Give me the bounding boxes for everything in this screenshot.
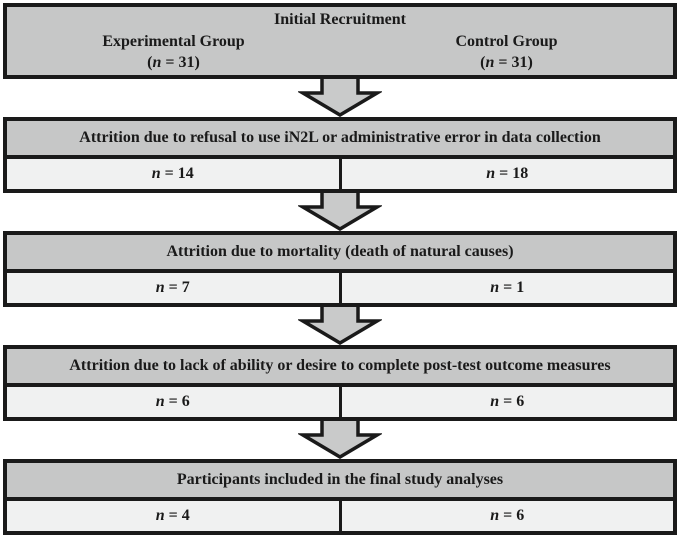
n-symbol: n	[155, 279, 165, 296]
control-n-cell: n = 1	[338, 273, 674, 303]
stage-row: n = 6 n = 6	[7, 387, 673, 417]
control-n-cell: n = 18	[338, 159, 674, 189]
stage-box-mortality-attrition: Attrition due to mortality (death of nat…	[3, 231, 677, 307]
experimental-group-n: (n = 31)	[147, 54, 200, 71]
control-n-cell: n = 6	[338, 501, 674, 531]
n-symbol: n	[155, 507, 165, 524]
stage-header: Participants included in the final study…	[7, 463, 673, 501]
stage-header: Attrition due to refusal to use iN2L or …	[7, 121, 673, 159]
experimental-n-cell: n = 14	[151, 165, 194, 182]
stage-box-refusal-attrition: Attrition due to refusal to use iN2L or …	[3, 117, 677, 193]
connector-2	[3, 193, 677, 231]
n-symbol: n	[151, 165, 161, 182]
initial-recruitment-title: Initial Recruitment	[274, 11, 406, 28]
experimental-n-cell: n = 4	[155, 507, 190, 524]
down-arrow-icon	[298, 193, 382, 231]
n-symbol: n	[485, 54, 495, 71]
experimental-n-cell: n = 7	[155, 279, 190, 296]
stage-header: Attrition due to lack of ability or desi…	[7, 349, 673, 387]
group-columns: Experimental Group (n = 31) Control Grou…	[7, 31, 673, 73]
control-group-label: Control Group	[455, 33, 558, 50]
n-symbol: n	[152, 54, 162, 71]
down-arrow-icon	[298, 307, 382, 345]
stage-header: Attrition due to mortality (death of nat…	[7, 235, 673, 273]
n-symbol: n	[486, 165, 496, 182]
connector-1	[3, 79, 677, 117]
stage-box-final-analyses: Participants included in the final study…	[3, 459, 677, 535]
control-group-column: Control Group (n = 31)	[340, 31, 673, 73]
connector-3	[3, 307, 677, 345]
connector-4	[3, 421, 677, 459]
experimental-n-cell: n = 6	[155, 393, 190, 410]
initial-recruitment-box: Initial Recruitment Experimental Group (…	[3, 3, 677, 79]
n-symbol: n	[155, 393, 165, 410]
stage-row: n = 4 n = 6	[7, 501, 673, 531]
n-symbol: n	[490, 507, 500, 524]
n-symbol: n	[490, 393, 500, 410]
control-group-n: (n = 31)	[480, 54, 533, 71]
down-arrow-icon	[298, 79, 382, 117]
control-n-cell: n = 6	[338, 387, 674, 417]
experimental-group-label: Experimental Group	[102, 33, 245, 50]
stage-row: n = 14 n = 18	[7, 159, 673, 189]
down-arrow-icon	[298, 421, 382, 459]
n-symbol: n	[490, 279, 500, 296]
stage-row: n = 7 n = 1	[7, 273, 673, 303]
experimental-group-column: Experimental Group (n = 31)	[7, 31, 340, 73]
stage-box-posttest-attrition: Attrition due to lack of ability or desi…	[3, 345, 677, 421]
